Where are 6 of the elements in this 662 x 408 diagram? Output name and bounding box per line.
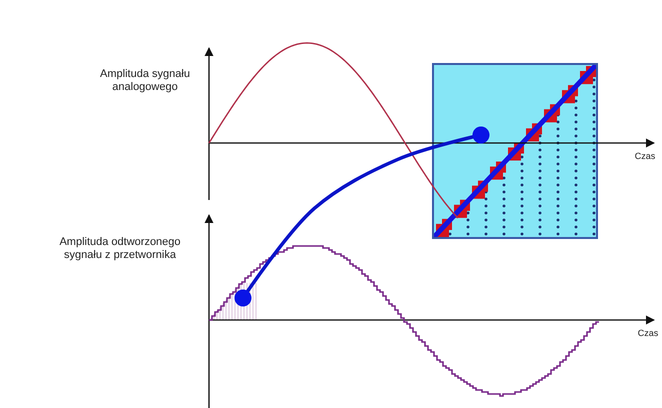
axis-title: Amplituda sygnału analogowego: [99, 68, 191, 94]
magnified-view-drawing: [432, 63, 598, 239]
axis-label: Czas: [636, 327, 660, 340]
magnification-connector: [234, 126, 490, 306]
axis-label: Czas: [634, 150, 656, 163]
axis-title: Amplituda odtworzonego sygnału z przetwornika: [58, 236, 182, 262]
